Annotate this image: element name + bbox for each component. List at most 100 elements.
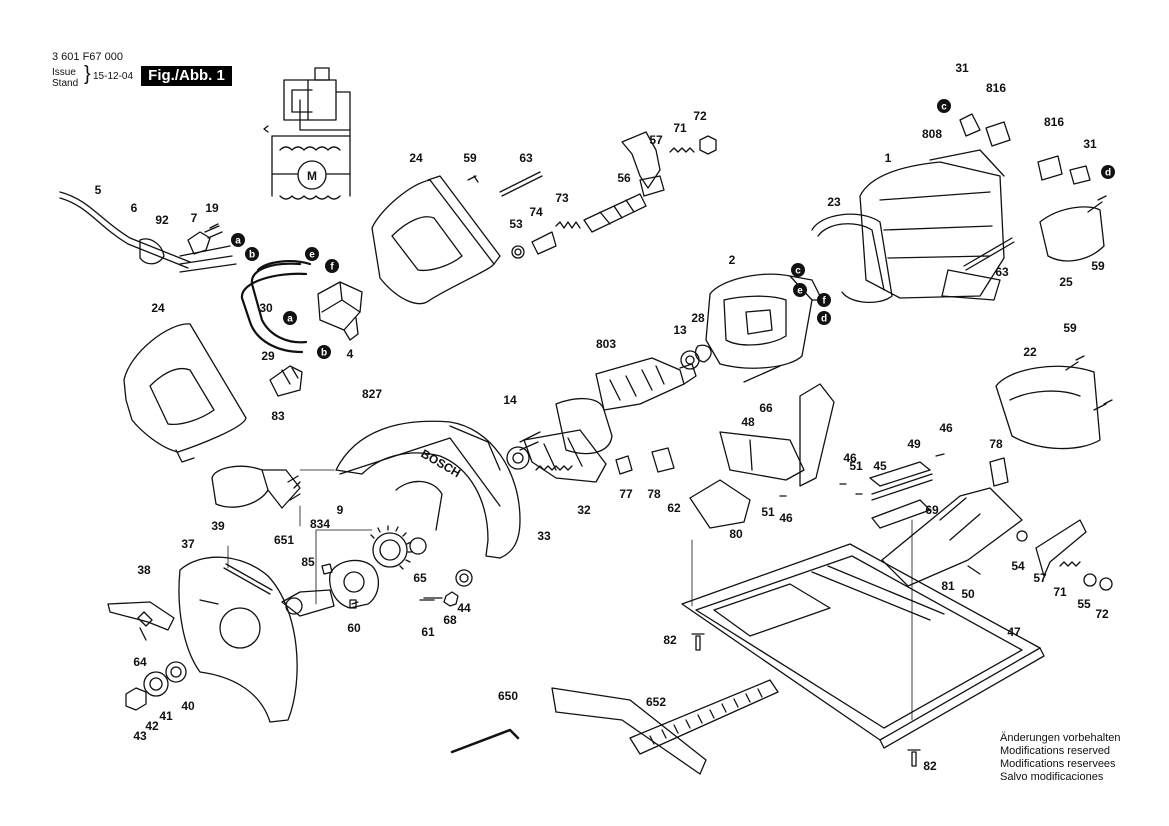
connector-e: e bbox=[305, 247, 319, 261]
part-label-73: 73 bbox=[555, 191, 569, 205]
part-label-63: 63 bbox=[995, 265, 1009, 279]
part-label-31: 31 bbox=[955, 61, 969, 75]
connector-letter: e bbox=[309, 250, 315, 261]
part-label-37: 37 bbox=[181, 537, 195, 551]
part-label-650: 650 bbox=[498, 689, 518, 703]
part-label-71: 71 bbox=[1053, 585, 1067, 599]
part-label-46: 46 bbox=[779, 511, 793, 525]
part-label-46: 46 bbox=[843, 451, 857, 465]
internal-wires bbox=[240, 260, 312, 354]
parallel-guide bbox=[551, 679, 779, 775]
figure-badge: Fig./Abb. 1 bbox=[141, 66, 232, 86]
part-label-72: 72 bbox=[1095, 607, 1109, 621]
part-label-29: 29 bbox=[261, 349, 275, 363]
connector-e: e bbox=[793, 283, 807, 297]
angle-bracket bbox=[719, 383, 835, 487]
connector-letter: d bbox=[821, 314, 827, 325]
note-de: Änderungen vorbehalten bbox=[1000, 732, 1121, 744]
connector-f: f bbox=[817, 293, 831, 307]
part-label-41: 41 bbox=[159, 709, 173, 723]
note-en: Modifications reserved bbox=[1000, 745, 1111, 757]
connector-letter: a bbox=[235, 236, 241, 247]
part-label-834: 834 bbox=[310, 517, 330, 531]
part-label-63: 63 bbox=[519, 151, 533, 165]
brush-holders bbox=[959, 113, 1091, 185]
part-label-55: 55 bbox=[1077, 597, 1091, 611]
connector-dot bbox=[317, 345, 331, 359]
stand-label: Stand bbox=[52, 78, 79, 89]
part-label-24: 24 bbox=[151, 301, 165, 315]
blade-guard-upper bbox=[335, 420, 521, 559]
blade-guard-lower bbox=[178, 556, 298, 723]
part-label-78: 78 bbox=[989, 437, 1003, 451]
wiring-schematic bbox=[263, 67, 351, 200]
armature bbox=[519, 357, 697, 455]
part-label-39: 39 bbox=[211, 519, 225, 533]
part-label-82: 82 bbox=[663, 633, 677, 647]
front-cap bbox=[995, 365, 1101, 450]
part-label-32: 32 bbox=[577, 503, 591, 517]
connector-d: d bbox=[1101, 165, 1115, 179]
part-label-43: 43 bbox=[133, 729, 147, 743]
connector-b: b bbox=[245, 247, 259, 261]
part-label-46: 46 bbox=[939, 421, 953, 435]
note-fr: Modifications reservees bbox=[1000, 758, 1116, 770]
part-label-65: 65 bbox=[413, 571, 427, 585]
part-label-4: 4 bbox=[347, 347, 354, 361]
part-label-57: 57 bbox=[649, 133, 663, 147]
connector-dot bbox=[791, 263, 805, 277]
part-label-80: 80 bbox=[729, 527, 743, 541]
part-label-85: 85 bbox=[301, 555, 315, 569]
part-label-7: 7 bbox=[191, 211, 198, 225]
part-label-22: 22 bbox=[1023, 345, 1037, 359]
part-label-23: 23 bbox=[827, 195, 841, 209]
part-label-92: 92 bbox=[155, 213, 169, 227]
connector-a: a bbox=[231, 233, 245, 247]
part-label-652: 652 bbox=[646, 695, 666, 709]
spindle-parts bbox=[511, 175, 665, 259]
part-label-13: 13 bbox=[673, 323, 687, 337]
connector-d: d bbox=[817, 311, 831, 325]
part-label-59: 59 bbox=[1091, 259, 1105, 273]
motor-symbol: M bbox=[307, 169, 317, 183]
drawing-number: 3 601 F67 000 bbox=[52, 51, 123, 63]
part-label-651: 651 bbox=[274, 533, 294, 547]
part-label-54: 54 bbox=[1011, 559, 1025, 573]
part-label-71: 71 bbox=[673, 121, 687, 135]
connector-dot bbox=[817, 311, 831, 325]
brand-mark: BOSCH bbox=[419, 446, 464, 480]
housing-ring bbox=[811, 213, 893, 303]
part-label-45: 45 bbox=[873, 459, 887, 473]
bearings bbox=[506, 344, 712, 470]
connector-letter: c bbox=[795, 266, 801, 277]
part-label-50: 50 bbox=[961, 587, 975, 601]
part-label-47: 47 bbox=[1007, 625, 1021, 639]
part-label-816: 816 bbox=[986, 81, 1006, 95]
part-label-803: 803 bbox=[596, 337, 616, 351]
bevel-pieces bbox=[615, 447, 1009, 529]
rear-cap bbox=[1039, 206, 1105, 262]
part-label-69: 69 bbox=[925, 503, 939, 517]
connector-f: f bbox=[325, 259, 339, 273]
threaded-rod bbox=[223, 563, 273, 595]
part-label-64: 64 bbox=[133, 655, 147, 669]
connector-letter: f bbox=[822, 296, 826, 307]
part-label-9: 9 bbox=[337, 503, 344, 517]
part-label-78: 78 bbox=[647, 487, 661, 501]
connector-letter: e bbox=[797, 286, 803, 297]
issue-stand-label: Issue Stand bbox=[52, 67, 78, 89]
part-label-1: 1 bbox=[885, 151, 892, 165]
mains-cable bbox=[59, 191, 237, 273]
connector-letter: d bbox=[1105, 168, 1111, 179]
part-label-40: 40 bbox=[181, 699, 195, 713]
part-label-808: 808 bbox=[922, 127, 942, 141]
connector-dot bbox=[817, 293, 831, 307]
part-label-44: 44 bbox=[457, 601, 471, 615]
connector-dot bbox=[245, 247, 259, 261]
part-label-81: 81 bbox=[941, 579, 955, 593]
issue-date: 15-12-04 bbox=[93, 71, 134, 82]
guide-rail bbox=[869, 461, 933, 529]
part-label-33: 33 bbox=[537, 529, 551, 543]
connector-dot bbox=[305, 247, 319, 261]
